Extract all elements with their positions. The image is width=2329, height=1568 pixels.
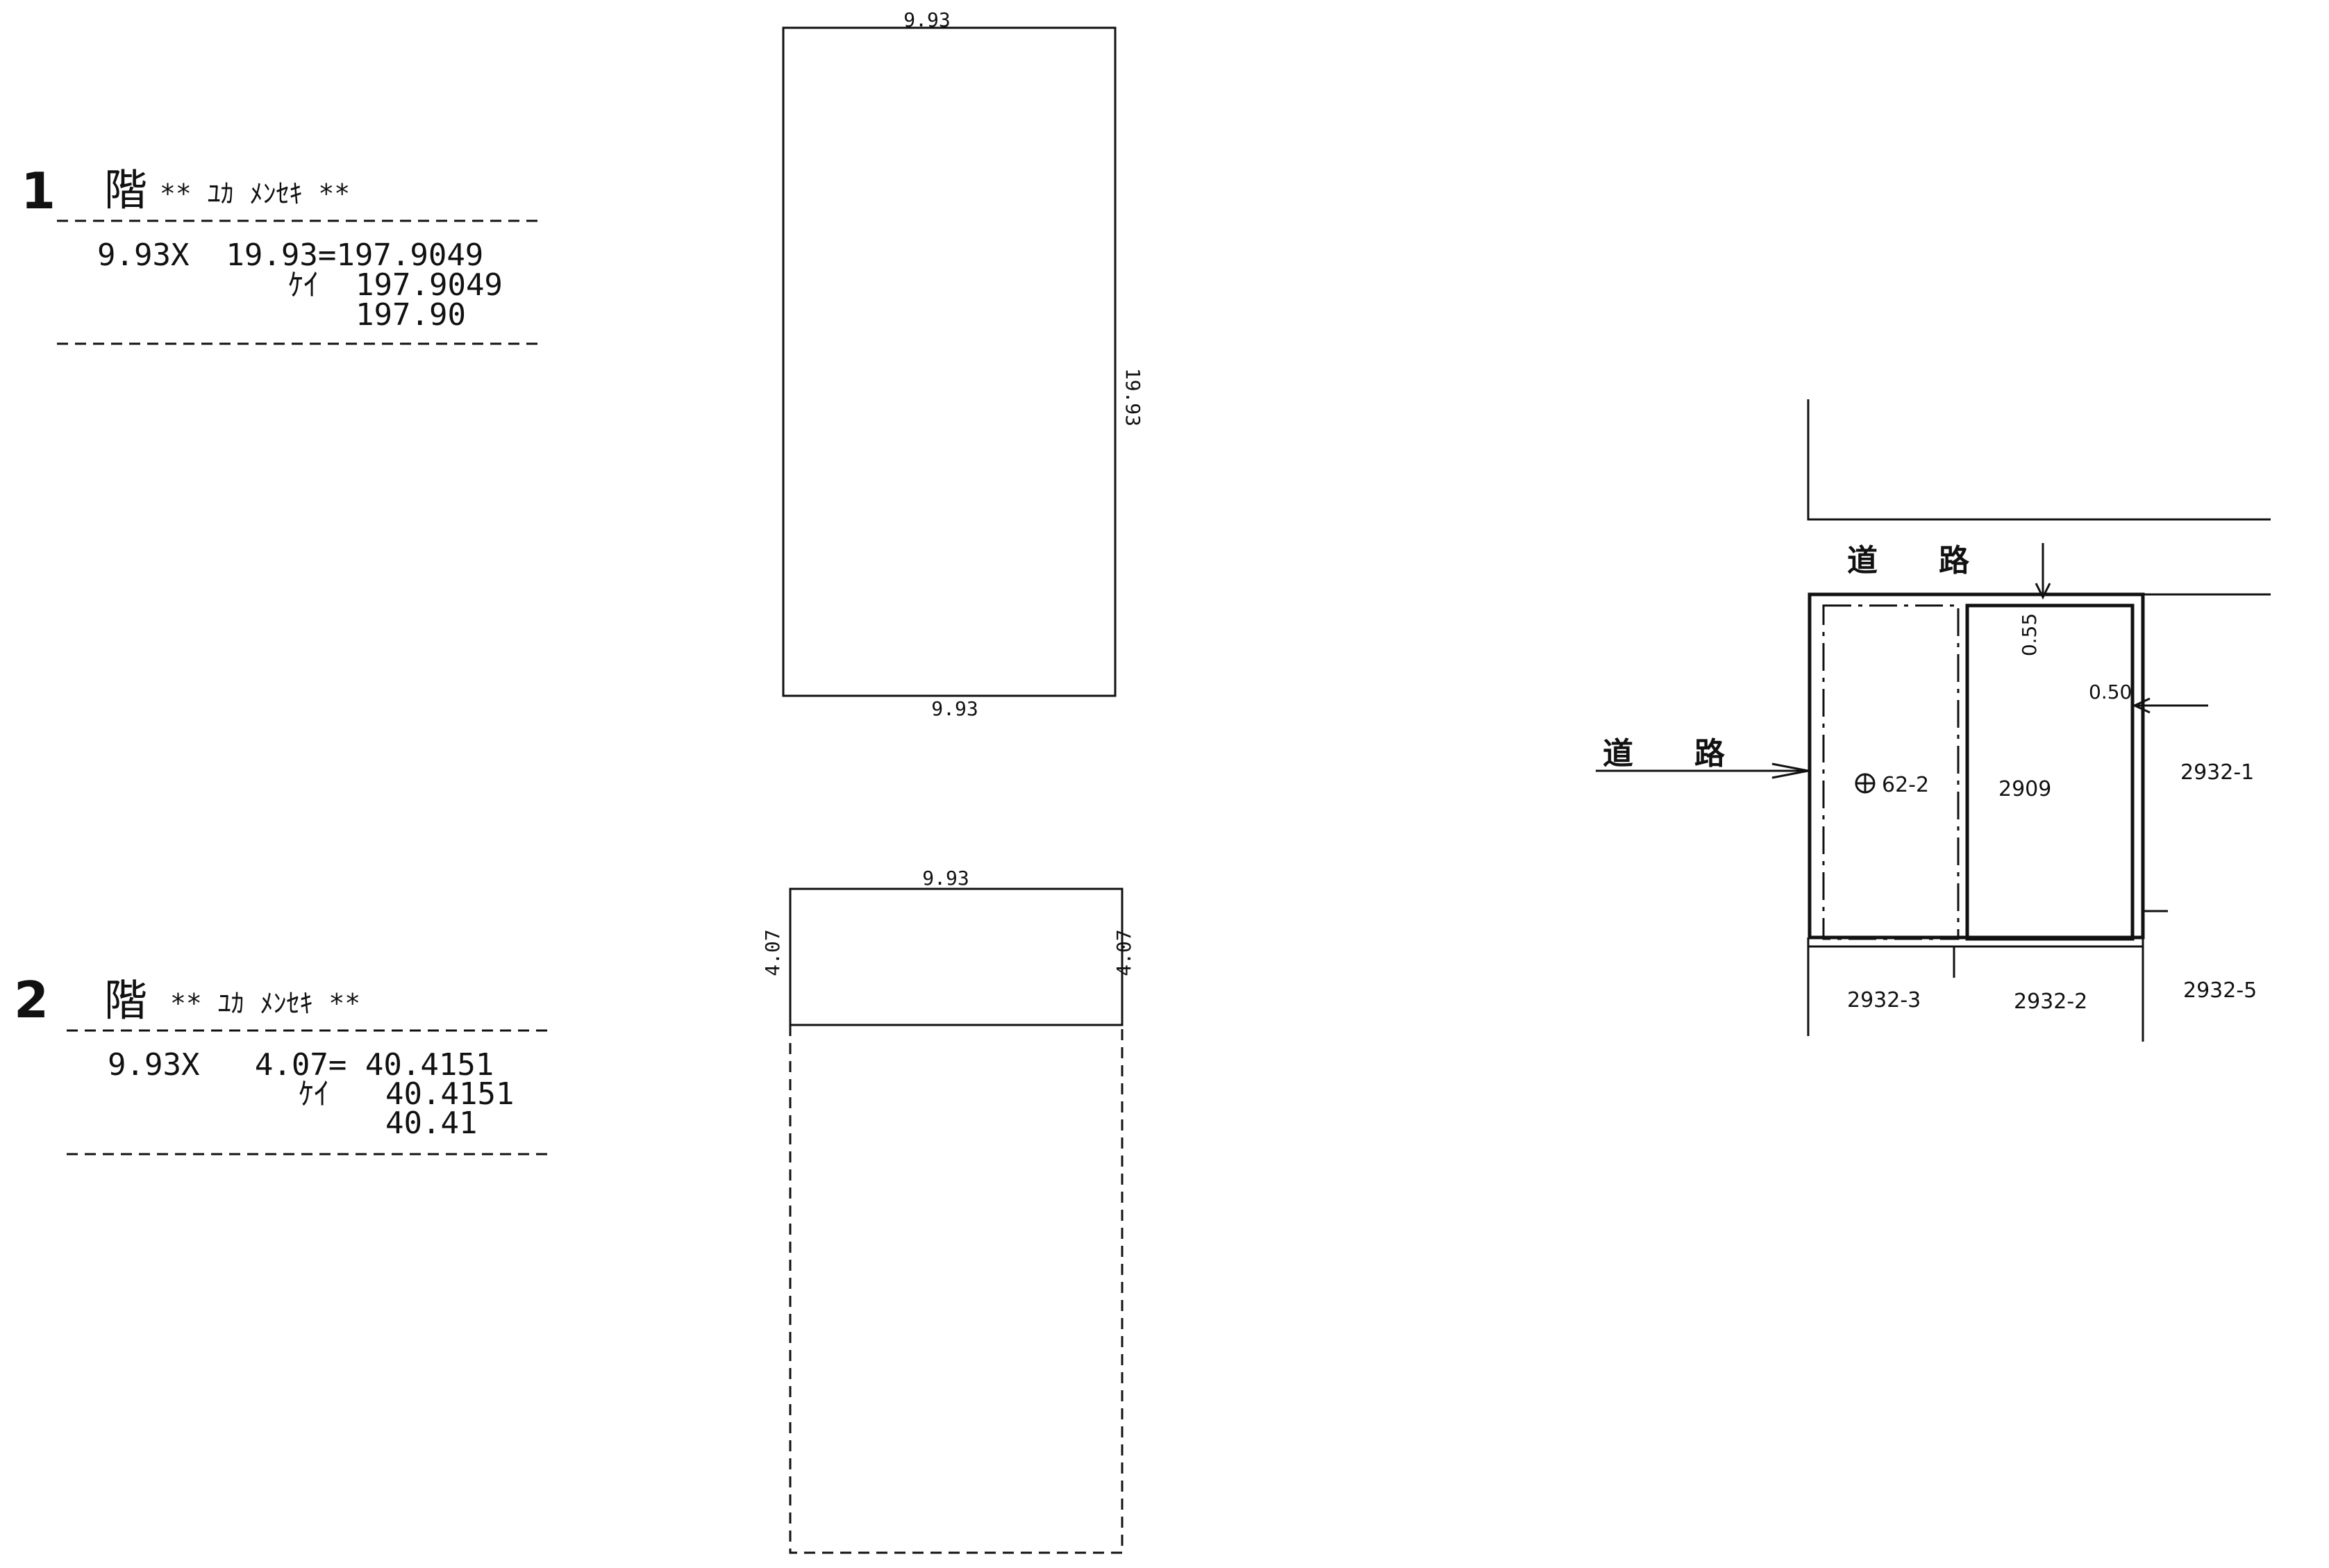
lot-2909-boundary xyxy=(1965,603,2135,941)
floor2-kai: 階 xyxy=(104,975,147,1026)
lot-2932-5-label: 2932-5 xyxy=(2183,978,2257,1003)
floor2-kei-label: ｹｲ xyxy=(299,1076,329,1112)
floor2-formula: 9.93X 4.07= 40.4151 xyxy=(108,1047,494,1083)
road-label-left: 道 路 xyxy=(1603,736,1726,772)
floor1-title: ** ﾕｶ ﾒﾝｾｷ ** xyxy=(160,178,350,209)
floor1-bottom-dimension: 9.93 xyxy=(931,697,978,720)
floor1-formula: 9.93X 19.93=197.9049 xyxy=(97,237,483,273)
lot-62-2-boundary xyxy=(1822,604,1960,940)
floor2-plan: 9.93 4.07 4.07 xyxy=(761,867,1135,1554)
dim-055-arrow xyxy=(2035,583,2051,600)
floor1-number: 1 xyxy=(21,162,56,220)
floor2-result: 40.41 xyxy=(385,1106,477,1141)
floor2-number: 2 xyxy=(14,971,49,1029)
dim-050-arrow xyxy=(2132,697,2151,714)
dim-050-label: 0.50 xyxy=(2089,681,2132,703)
floor1-kei-label: ｹｲ xyxy=(288,267,319,303)
floor2-top-dimension: 9.93 xyxy=(922,867,969,890)
road-boundary-upper xyxy=(1807,399,2271,521)
floor2-kei-value: 40.4151 xyxy=(385,1076,514,1112)
dim-055-label: 0.55 xyxy=(2018,613,2041,656)
floor2-outline xyxy=(789,887,1124,1026)
floor1-calculation: 1 階 ** ﾕｶ ﾒﾝｾｷ ** 9.93X 19.93=197.9049 ｹ… xyxy=(21,162,540,345)
floor2-right-dimension: 4.07 xyxy=(1112,929,1135,976)
lot-2909-label: 2909 xyxy=(1998,777,2051,801)
road-left-arrow xyxy=(1771,762,1809,779)
floor1-kei-value: 197.9049 xyxy=(356,267,503,303)
floor1-top-dimension: 9.93 xyxy=(903,8,950,31)
lot-2932-1-label: 2932-1 xyxy=(2180,760,2254,785)
floor2-title: ** ﾕｶ ﾒﾝｾｷ ** xyxy=(170,988,360,1019)
floor2-calculation: 2 階 ** ﾕｶ ﾒﾝｾｷ ** 9.93X 4.07= 40.4151 ｹｲ… xyxy=(14,971,549,1156)
floor1-outline xyxy=(782,26,1117,697)
road-label-top: 道 路 xyxy=(1847,543,1970,578)
site-map: 道 路 道 路 0.55 0.50 xyxy=(1596,399,2271,1042)
lot-2932-2-label: 2932-2 xyxy=(2014,990,2087,1014)
floor1-ghost-outline xyxy=(789,1025,1124,1554)
floor1-right-dimension: 19.93 xyxy=(1121,368,1144,426)
floor1-result: 197.90 xyxy=(356,297,466,333)
lot-62-2-label: 62-2 xyxy=(1882,773,1929,797)
floor1-plan: 9.93 9.93 19.93 xyxy=(782,8,1144,720)
floor1-kai: 階 xyxy=(104,165,147,215)
lot-2932-3-label: 2932-3 xyxy=(1847,988,1921,1012)
lot-outer-boundary xyxy=(1808,592,2145,940)
floor2-left-dimension: 4.07 xyxy=(761,929,784,976)
